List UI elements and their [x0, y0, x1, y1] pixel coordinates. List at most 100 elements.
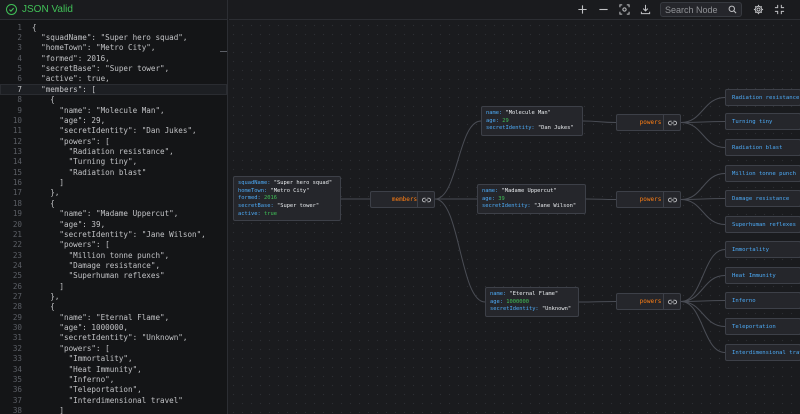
code-line[interactable]: 17 }, [0, 188, 227, 198]
code-line[interactable]: 13 "Radiation resistance", [0, 146, 227, 156]
power-leaf-node[interactable]: Interdimensional travel [725, 344, 800, 361]
focus-button[interactable] [614, 0, 635, 20]
code-text: "Million tonne punch", [32, 250, 170, 260]
line-number: 14 [12, 157, 22, 167]
code-line[interactable]: 29 "name": "Eternal Flame", [0, 312, 227, 322]
code-line[interactable]: 16 ] [0, 177, 227, 187]
code-line[interactable]: 14 "Turning tiny", [0, 157, 227, 167]
code-line[interactable]: 8 { [0, 95, 227, 105]
settings-button[interactable] [748, 0, 769, 20]
root-object-node[interactable]: squadName: "Super hero squad"homeTown: "… [233, 176, 341, 221]
code-line[interactable]: 20 "age": 39, [0, 219, 227, 229]
power-leaf-node[interactable]: Teleportation [725, 318, 800, 335]
code-line[interactable]: 2 "squadName": "Super hero squad", [0, 32, 227, 42]
code-line[interactable]: 11 "secretIdentity": "Dan Jukes", [0, 126, 227, 136]
download-button[interactable] [635, 0, 656, 20]
node-row-value: "Super tower" [276, 203, 320, 210]
code-text: "secretIdentity": "Dan Jukes", [32, 126, 197, 136]
code-line[interactable]: 12 "powers": [ [0, 136, 227, 146]
json-editor-pane[interactable]: JSON Valid 1{2 "squadName": "Super hero … [0, 0, 228, 414]
powers-node[interactable]: powers [616, 114, 681, 131]
power-leaf-node[interactable]: Immortality [725, 241, 800, 258]
code-line[interactable]: 25 "Superhuman reflexes" [0, 271, 227, 281]
graph-canvas[interactable]: squadName: "Super hero squad"homeTown: "… [229, 21, 800, 414]
link-icon[interactable] [422, 195, 431, 204]
power-leaf-node[interactable]: Radiation blast [725, 139, 800, 156]
code-line[interactable]: 35 "Inferno", [0, 374, 227, 384]
power-leaf-node[interactable]: Turning tiny [725, 113, 800, 130]
code-line[interactable]: 19 "name": "Madame Uppercut", [0, 208, 227, 218]
graph-edge [680, 249, 726, 302]
code-line[interactable]: 33 "Immortality", [0, 354, 227, 364]
code-line[interactable]: 18 { [0, 198, 227, 208]
code-line[interactable]: 4 "formed": 2016, [0, 53, 227, 63]
members-node-label: members [391, 196, 418, 203]
graph-toolbar [229, 0, 800, 20]
code-line[interactable]: 27 }, [0, 291, 227, 301]
powers-node-label: powers [639, 196, 662, 203]
editor-scroll-indicator[interactable] [220, 51, 227, 52]
code-line[interactable]: 38 ] [0, 405, 227, 414]
code-line[interactable]: 22 "powers": [ [0, 240, 227, 250]
power-leaf-node[interactable]: Damage resistance [725, 190, 800, 207]
power-leaf-node[interactable]: Radiation resistance [725, 89, 800, 106]
code-line[interactable]: 10 "age": 29, [0, 115, 227, 125]
line-number: 24 [12, 260, 22, 270]
graph-edge [578, 301, 617, 303]
code-line[interactable]: 9 "name": "Molecule Man", [0, 105, 227, 115]
node-row: age: 29 [486, 118, 578, 126]
gear-icon [753, 4, 764, 15]
node-row-value: "Jane Wilson" [533, 203, 577, 210]
code-line[interactable]: 1{ [0, 22, 227, 32]
code-line[interactable]: 28 { [0, 302, 227, 312]
node-row-key: active: [238, 210, 264, 217]
code-line[interactable]: 30 "age": 1000000, [0, 322, 227, 332]
code-text: "Heat Immunity", [32, 364, 142, 374]
search-icon[interactable] [728, 5, 737, 14]
code-line[interactable]: 3 "homeTown": "Metro City", [0, 43, 227, 53]
code-line[interactable]: 5 "secretBase": "Super tower", [0, 63, 227, 73]
code-line[interactable]: 36 "Teleportation", [0, 385, 227, 395]
search-node-box[interactable] [660, 2, 742, 17]
link-icon[interactable] [668, 297, 677, 306]
code-line[interactable]: 37 "Interdimensional travel" [0, 395, 227, 405]
code-line[interactable]: 15 "Radiation blast" [0, 167, 227, 177]
code-editor[interactable]: 1{2 "squadName": "Super hero squad",3 "h… [0, 20, 227, 414]
code-line[interactable]: 26 ] [0, 281, 227, 291]
line-number: 21 [12, 229, 22, 239]
line-number: 17 [12, 188, 22, 198]
members-node[interactable]: members [370, 191, 435, 208]
link-icon[interactable] [668, 195, 677, 204]
link-icon[interactable] [668, 118, 677, 127]
line-number: 19 [12, 209, 22, 219]
code-line[interactable]: 31 "secretIdentity": "Unknown", [0, 333, 227, 343]
node-row-value: 2016 [263, 195, 277, 202]
fullscreen-button[interactable] [769, 0, 790, 20]
zoom-in-button[interactable] [572, 0, 593, 20]
code-line[interactable]: 24 "Damage resistance", [0, 260, 227, 270]
graph-layer: squadName: "Super hero squad"homeTown: "… [229, 21, 800, 414]
powers-node[interactable]: powers [616, 191, 681, 208]
node-row-value: "Metro City" [270, 187, 310, 194]
code-line[interactable]: 21 "secretIdentity": "Jane Wilson", [0, 229, 227, 239]
code-line[interactable]: 23 "Million tonne punch", [0, 250, 227, 260]
code-line[interactable]: 7 "members": [ [0, 84, 227, 95]
graph-edge [680, 275, 726, 302]
code-line[interactable]: 6 "active": true, [0, 74, 227, 84]
line-number: 6 [17, 74, 22, 84]
code-line[interactable]: 32 "powers": [ [0, 343, 227, 353]
power-leaf-node[interactable]: Heat Immunity [725, 267, 800, 284]
validation-status: JSON Valid [0, 0, 227, 20]
powers-node[interactable]: powers [616, 293, 681, 310]
zoom-out-button[interactable] [593, 0, 614, 20]
node-row-key: secretIdentity: [486, 125, 538, 132]
search-node-input[interactable] [665, 4, 725, 15]
code-line[interactable]: 34 "Heat Immunity", [0, 364, 227, 374]
power-leaf-node[interactable]: Superhuman reflexes [725, 216, 800, 233]
power-leaf-node[interactable]: Million tonne punch [725, 165, 800, 182]
download-icon [640, 4, 651, 15]
power-leaf-node[interactable]: Inferno [725, 292, 800, 309]
